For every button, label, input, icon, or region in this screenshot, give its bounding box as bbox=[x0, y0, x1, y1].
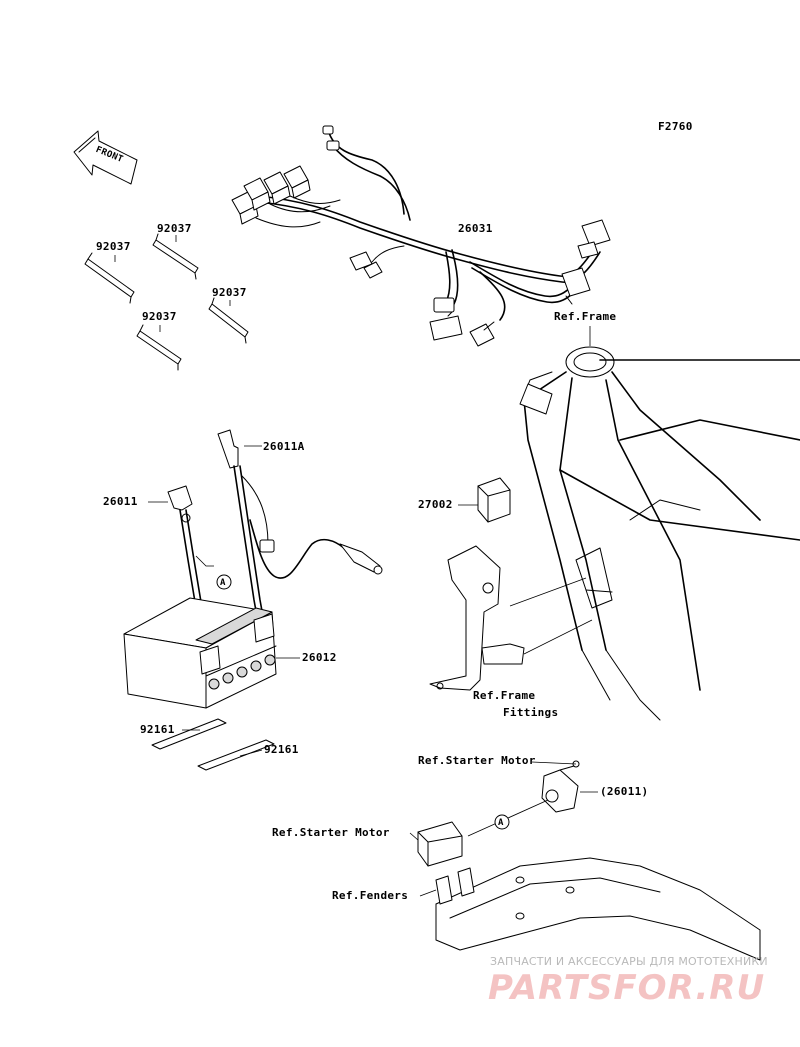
strap-92037-d-drawing bbox=[208, 297, 249, 344]
part-label-26011A[interactable]: 26011A bbox=[263, 440, 305, 453]
strap-92037-b-drawing bbox=[152, 233, 199, 280]
callout-a-battery-drawing bbox=[216, 574, 232, 590]
ref-label-starter-motor-left[interactable]: Ref.Starter Motor bbox=[272, 826, 390, 839]
fender-drawing bbox=[435, 857, 761, 961]
strap-92037-c-drawing bbox=[136, 324, 182, 371]
figure-code: F2760 bbox=[658, 120, 693, 133]
ref-label-fenders[interactable]: Ref.Fenders bbox=[332, 889, 409, 902]
part-label-92037-c[interactable]: 92037 bbox=[142, 310, 177, 323]
ref-label-starter-motor-top[interactable]: Ref.Starter Motor bbox=[418, 754, 536, 767]
callout-a-label-starter: A bbox=[498, 818, 504, 828]
battery-cells-drawing bbox=[208, 654, 276, 690]
ref-label-frame[interactable]: Ref.Frame bbox=[554, 310, 617, 323]
part-label-92037-d[interactable]: 92037 bbox=[212, 286, 247, 299]
frame-fittings-bracket-drawing bbox=[429, 545, 525, 691]
watermark-logo: PARTSFOR.RU bbox=[488, 968, 766, 1008]
part-label-26031[interactable]: 26031 bbox=[458, 222, 493, 235]
front-arrow-icon bbox=[73, 130, 138, 185]
callout-a-label-battery: A bbox=[220, 578, 226, 588]
part-label-27002[interactable]: 27002 bbox=[418, 498, 453, 511]
part-label-92037-a[interactable]: 92037 bbox=[96, 240, 131, 253]
watermark-caption: ЗАПЧАСТИ И АКСЕССУАРЫ ДЛЯ МОТОТЕХНИКИ bbox=[490, 955, 768, 968]
strip-92161-a-drawing bbox=[151, 718, 227, 750]
strap-92037-a-drawing bbox=[84, 252, 135, 304]
part-label-26011[interactable]: 26011 bbox=[103, 495, 138, 508]
battery-cable-26011A-drawing bbox=[217, 429, 383, 623]
frame-drawing bbox=[519, 346, 800, 721]
ref-label-frame-fittings-line1[interactable]: Ref.Frame bbox=[473, 689, 536, 702]
strip-92161-b-drawing bbox=[197, 739, 275, 771]
part-label-92037-b[interactable]: 92037 bbox=[157, 222, 192, 235]
starter-terminal-drawing bbox=[541, 760, 580, 813]
part-label-26012[interactable]: 26012 bbox=[302, 651, 337, 664]
starter-relay-drawing bbox=[417, 821, 463, 867]
part-label-92161-a[interactable]: 92161 bbox=[140, 723, 175, 736]
leader-lines bbox=[114, 235, 598, 897]
battery-26012-drawing bbox=[123, 597, 277, 709]
part-label-26011-paren[interactable]: (26011) bbox=[600, 785, 649, 798]
callout-a-starter-drawing bbox=[494, 814, 510, 830]
part-label-92161-b[interactable]: 92161 bbox=[264, 743, 299, 756]
wire-harness-drawing bbox=[231, 125, 611, 347]
relay-27002-drawing bbox=[477, 477, 511, 523]
ref-label-frame-fittings-line2[interactable]: Fittings bbox=[503, 706, 559, 719]
